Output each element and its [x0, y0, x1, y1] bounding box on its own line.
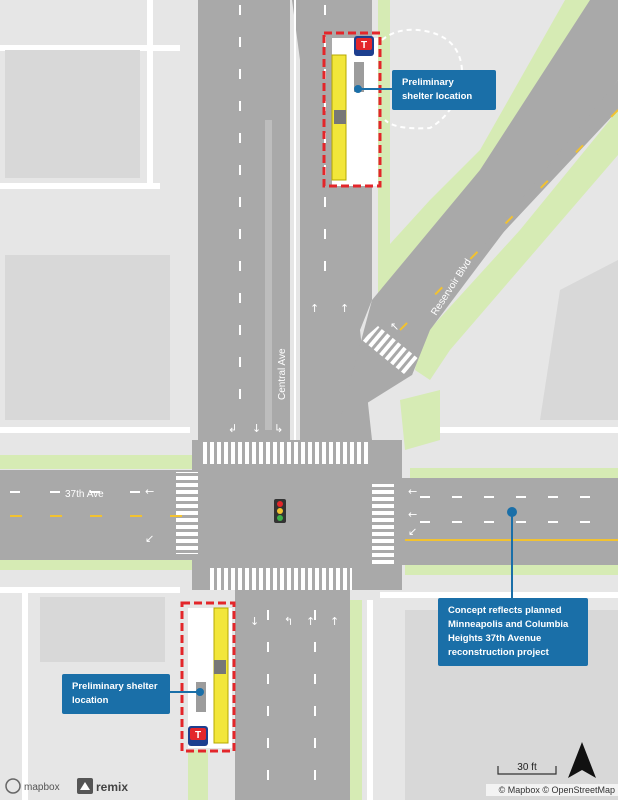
- callout-shelter-south: Preliminary shelter location: [62, 674, 170, 714]
- arrow-icon: ↖: [390, 320, 399, 333]
- bus-stop-icon: T: [188, 726, 208, 746]
- map-attribution[interactable]: © Mapbox © OpenStreetMap: [486, 784, 618, 796]
- arrow-up-icon: ↑: [340, 302, 349, 315]
- crosswalk-south: [207, 568, 352, 590]
- arrow-up-icon: ↑: [330, 615, 339, 628]
- svg-text:mapbox: mapbox: [24, 782, 60, 793]
- arrow-left-icon: ↙: [145, 532, 154, 545]
- arrow-up-icon: ↑: [310, 302, 319, 315]
- arrow-left-icon: ←: [408, 508, 417, 521]
- crosswalk-west: [176, 472, 198, 554]
- bus-stop-icon: T: [354, 36, 374, 56]
- arrow-down-icon: ↓: [252, 422, 261, 435]
- arrow-up-icon: ↑: [306, 615, 315, 628]
- arrow-down-right-icon: ↳: [274, 422, 283, 435]
- arrow-left-icon: ←: [408, 485, 417, 498]
- north-shelter-highlight: [322, 31, 382, 188]
- svg-text:remix: remix: [96, 780, 128, 794]
- callout-leaders: [168, 85, 517, 696]
- svg-text:T: T: [361, 40, 367, 51]
- callout-concept: Concept reflects planned Minneapolis and…: [438, 598, 588, 666]
- street-label-central: Central Ave: [277, 348, 288, 400]
- shelter-pad: [196, 682, 206, 712]
- bus-icon: [213, 607, 229, 744]
- svg-text:T: T: [195, 730, 201, 741]
- south-shelter-highlight: [180, 601, 236, 753]
- crosswalk-east: [372, 484, 394, 566]
- lane-markings: [239, 5, 610, 800]
- street-label-37th: 37th Ave: [65, 489, 104, 500]
- traffic-signal-icon: [274, 499, 286, 523]
- arrow-left-icon: ←: [145, 485, 154, 498]
- crosswalks: [176, 326, 420, 590]
- north-arrow-icon: [568, 742, 596, 778]
- median-central: [265, 120, 272, 430]
- north-shelter-area[interactable]: T: [322, 31, 382, 188]
- turn-arrows: ↑ ↑ ↲ ↓ ↳ ← ↙ ← ← ↙ ↓ ↰ ↑ ↑ ↖: [145, 302, 417, 628]
- mapbox-logo: mapbox: [5, 778, 60, 794]
- svg-text:30 ft: 30 ft: [517, 762, 537, 773]
- arrow-down-icon: ↓: [250, 615, 259, 628]
- south-shelter-area[interactable]: T: [180, 601, 236, 753]
- shelter-pad: [354, 62, 364, 92]
- callout-shelter-north: Preliminary shelter location: [392, 70, 496, 110]
- arrow-left-icon: ↙: [408, 525, 417, 538]
- arrow-up-left-icon: ↰: [284, 615, 293, 628]
- crosswalk-north: [200, 442, 370, 464]
- crosswalk-reservoir: [362, 326, 420, 374]
- arrow-left-icon: ↲: [228, 422, 237, 435]
- remix-logo: remix: [77, 778, 128, 794]
- scale-bar: 30 ft: [497, 762, 557, 775]
